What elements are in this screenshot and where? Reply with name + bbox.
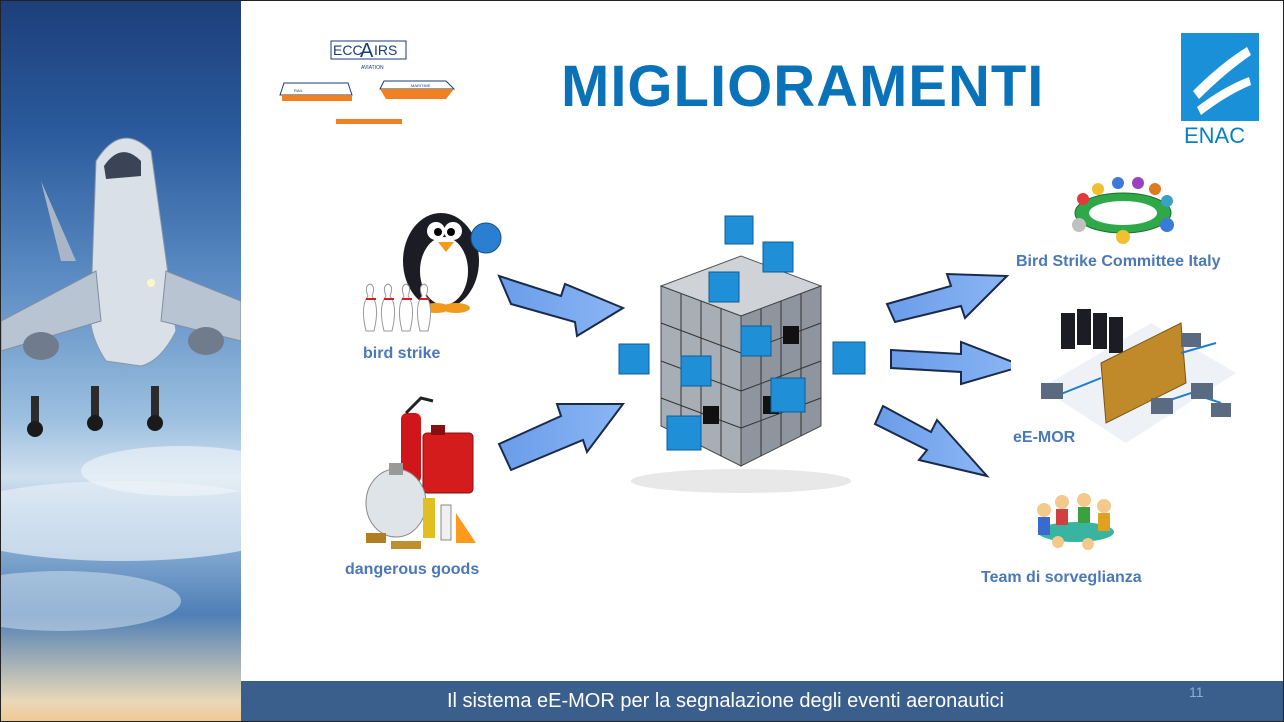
svg-text:IRS: IRS (374, 42, 397, 58)
page-title: MIGLIORAMENTI (561, 54, 1045, 119)
arrow-to-committee (885, 272, 1010, 324)
arrow-bird-strike (497, 274, 626, 338)
output-label-committee: Bird Strike Committee Italy (1016, 253, 1221, 270)
flow-arrows (497, 272, 1011, 478)
committee-icon (1063, 169, 1183, 247)
page-number: 11 (1189, 684, 1204, 700)
svg-text:MARITIME: MARITIME (411, 83, 431, 88)
sidebar-airplane-image (1, 1, 241, 721)
arrow-to-team (873, 404, 990, 478)
output-label-ee-mor: eE-MOR (1013, 429, 1076, 446)
input-label-dangerous-goods: dangerous goods (345, 561, 480, 578)
team-meeting-icon (1028, 488, 1124, 560)
footer-text: Il sistema eE-MOR per la segnalazione de… (447, 690, 1004, 712)
arrow-to-ee-mor (890, 340, 1011, 386)
penguin-bowling-icon (356, 196, 506, 336)
dangerous-goods-icon (361, 393, 486, 553)
arrow-dangerous-goods (497, 403, 625, 472)
eccairs-logo: ECC A IRS AVIATION RAIL MARITIME (276, 39, 466, 129)
data-cube-icon (601, 206, 881, 496)
footer-bar (241, 681, 1283, 721)
network-icon (1031, 303, 1241, 453)
svg-text:ECC: ECC (333, 42, 363, 58)
enac-logo (1181, 33, 1259, 145)
svg-text:RAIL: RAIL (294, 88, 304, 93)
svg-text:A: A (360, 40, 374, 62)
svg-text:AVIATION: AVIATION (361, 65, 384, 71)
input-label-bird-strike: bird strike (363, 345, 441, 362)
enac-logo-text: ENAC (1184, 123, 1246, 148)
output-label-team: Team di sorveglianza (981, 569, 1142, 586)
